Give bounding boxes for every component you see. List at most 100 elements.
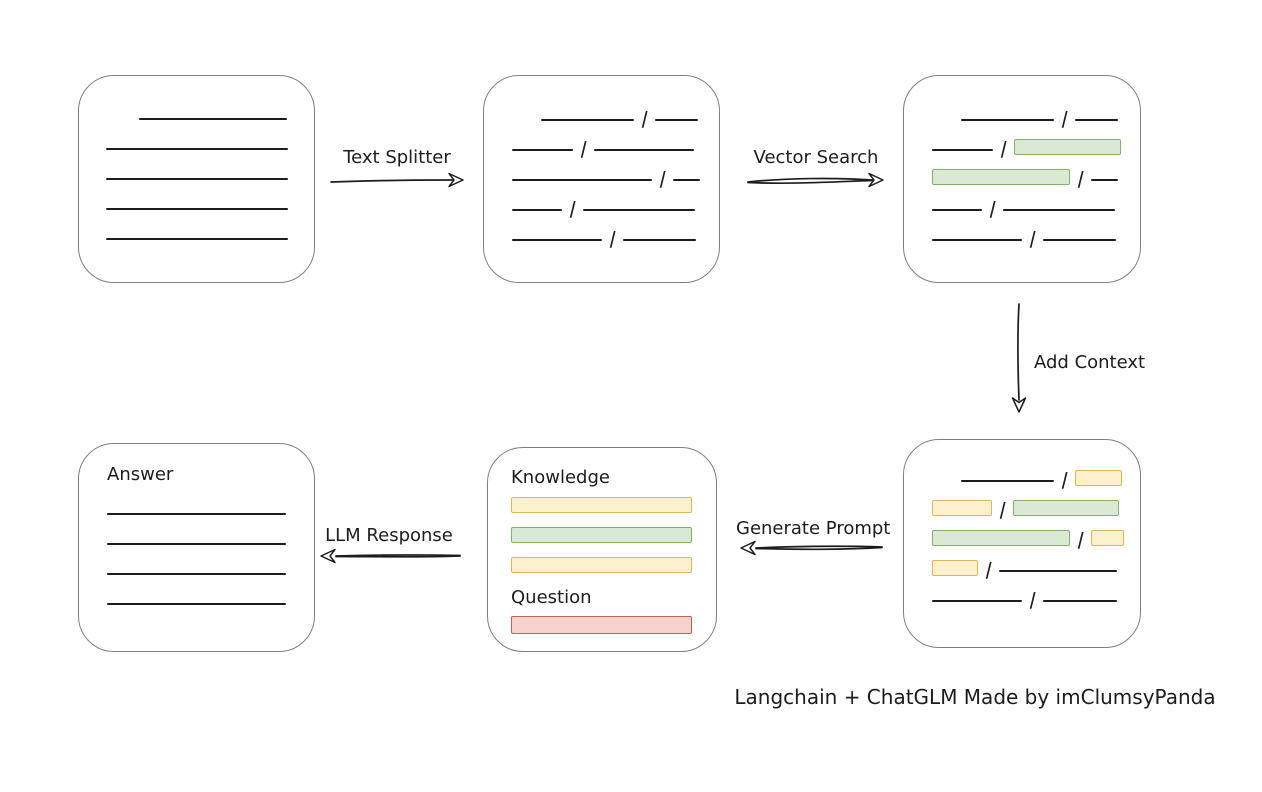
caption: Langchain + ChatGLM Made by imClumsyPand… (734, 685, 1216, 709)
llm-response-label: LLM Response (325, 525, 453, 546)
chunk-row (106, 91, 314, 121)
text-line (107, 543, 286, 545)
text-line (932, 149, 993, 151)
chunk-row (106, 151, 314, 181)
text-line (106, 238, 288, 240)
knowledge-label: Knowledge (511, 467, 610, 488)
chunk-row: / (932, 573, 1140, 610)
context-text-lines: ///// (904, 440, 1140, 610)
text-line (655, 119, 699, 121)
answer-label: Answer (107, 464, 174, 485)
split-text-lines: ///// (484, 76, 719, 249)
text-line (583, 209, 696, 211)
search-result-box: / / / / / (903, 75, 1141, 283)
question-bars (511, 616, 716, 634)
chunk-row: / (932, 453, 1140, 490)
text-line (999, 570, 1118, 572)
add-context-arrow-icon (1011, 303, 1027, 413)
llm-response-arrow-icon (320, 548, 461, 564)
slash-separator: / (1029, 588, 1036, 612)
chunk-row: / (932, 513, 1140, 550)
text-line (512, 209, 562, 211)
text-line (932, 239, 1022, 241)
generate-prompt-arrow-icon (740, 540, 883, 556)
text-line (673, 179, 701, 181)
chunk-row: / (932, 122, 1140, 159)
chunk-row: / (512, 212, 719, 249)
chunk-row: / (932, 483, 1140, 520)
chunk-row: / (512, 122, 719, 159)
text-line (1075, 119, 1119, 121)
prompt-box: Knowledge Question (487, 447, 717, 652)
chunk-row: / (932, 152, 1140, 189)
context-text-box: ///// (903, 439, 1141, 648)
chunk-row (106, 121, 314, 151)
green-chunk (1013, 500, 1120, 516)
chunk-row (107, 516, 314, 546)
add-context-label: Add Context (1034, 352, 1146, 373)
text-line (932, 209, 982, 211)
slash-separator: / (580, 137, 587, 161)
slash-separator: / (1061, 468, 1068, 492)
text-line (107, 513, 286, 515)
green-chunk (1014, 139, 1122, 155)
slash-separator: / (985, 558, 992, 582)
vector-search-label: Vector Search (753, 147, 879, 168)
text-line (1091, 179, 1119, 181)
text-line (107, 573, 286, 575)
text-line (1043, 239, 1117, 241)
generate-prompt-label: Generate Prompt (736, 518, 891, 539)
green-chunk (932, 530, 1070, 546)
yellow-bar (511, 557, 692, 573)
vector-search-arrow-icon (747, 172, 884, 188)
text-splitter-label: Text Splitter (343, 147, 451, 168)
text-line (623, 239, 697, 241)
chunk-row (107, 486, 314, 516)
slash-separator: / (1061, 107, 1068, 131)
yellow-chunk (932, 500, 992, 516)
slash-separator: / (569, 197, 576, 221)
yellow-chunk (1075, 470, 1123, 486)
text-line (106, 148, 288, 150)
text-line (512, 239, 602, 241)
text-line (961, 480, 1054, 482)
text-line (932, 600, 1022, 602)
yellow-chunk (1091, 530, 1125, 546)
red-bar (511, 616, 692, 634)
slash-separator: / (1029, 227, 1036, 251)
answer-box: Answer (78, 443, 315, 652)
search-result-lines: / / / / / (904, 76, 1140, 249)
text-line (594, 149, 695, 151)
document-text-lines (79, 76, 314, 241)
slash-separator: / (1000, 137, 1007, 161)
chunk-row: / (512, 92, 719, 129)
slash-separator: / (1077, 167, 1084, 191)
text-line (1003, 209, 1116, 211)
slash-separator: / (609, 227, 616, 251)
yellow-bar (511, 497, 692, 513)
document-box (78, 75, 315, 283)
text-line (512, 149, 573, 151)
knowledge-bars (511, 497, 716, 573)
slash-separator: / (989, 197, 996, 221)
text-line (106, 178, 288, 180)
chunk-row: / (512, 182, 719, 219)
yellow-chunk (932, 560, 978, 576)
text-line (961, 119, 1054, 121)
slash-separator: / (641, 107, 648, 131)
question-label: Question (511, 587, 592, 608)
text-line (139, 118, 287, 120)
text-splitter-arrow-icon (330, 172, 464, 188)
text-line (1043, 600, 1118, 602)
chunk-row: / (932, 92, 1140, 129)
chunk-row (107, 546, 314, 576)
text-line (512, 179, 652, 181)
slash-separator: / (999, 498, 1006, 522)
green-chunk (932, 169, 1070, 185)
split-text-box: ///// (483, 75, 720, 283)
text-line (541, 119, 634, 121)
text-line (106, 208, 288, 210)
green-bar (511, 527, 692, 543)
answer-text-lines (107, 486, 314, 606)
